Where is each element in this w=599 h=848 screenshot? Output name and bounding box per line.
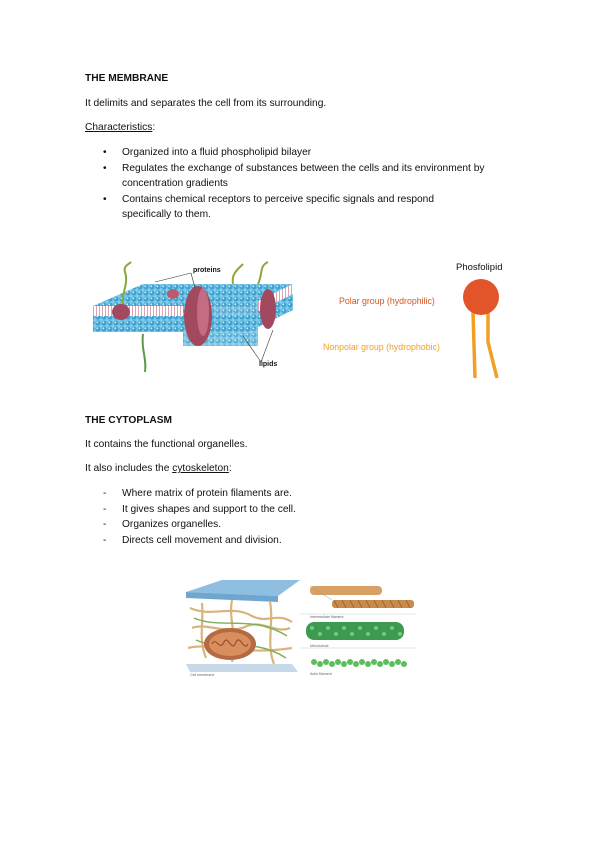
phospholipid-diagram: [463, 279, 499, 379]
cytoskeleton-line: It also includes the cytoskeleton:: [85, 463, 232, 474]
phospholipid-figure: Phosfolipid Polar group (hydrophilic) No…: [305, 254, 513, 380]
characteristics-line: Characteristics:: [85, 121, 155, 134]
cytoskeleton-illustration: [186, 580, 416, 672]
membrane-intro: It delimits and separates the cell from …: [85, 98, 327, 109]
lipids-label: lipids: [259, 361, 278, 368]
characteristics-colon: :: [152, 122, 156, 133]
dash-icon: -: [103, 488, 107, 499]
actin-filament-label: Actin filament: [310, 672, 332, 676]
dash-icon: -: [103, 534, 107, 546]
microtubule-label: Microtubule: [310, 644, 329, 648]
polar-group-label: Polar group (hydrophilic): [339, 296, 435, 306]
bullet-icon: •: [103, 193, 107, 205]
list-item: •Regulates the exchange of substances be…: [103, 162, 485, 190]
membrane-heading: THE MEMBRANE: [85, 73, 169, 84]
list-item: -Where matrix of protein filaments are.: [85, 486, 296, 502]
list-item: •Organized into a fluid phospholipid bil…: [85, 145, 484, 161]
cell-membrane-label: Cell membrane: [190, 673, 215, 677]
cytoskeleton-term: cytoskeleton: [172, 463, 229, 474]
nonpolar-group-label: Nonpolar group (hydrophobic): [323, 342, 440, 352]
list-item: -Organizes organelles.: [85, 517, 296, 533]
list-item: •Contains chemical receptors to perceive…: [103, 193, 435, 221]
proteins-label: proteins: [193, 267, 221, 274]
dash-icon: -: [103, 519, 107, 530]
characteristics-label: Characteristics: [85, 122, 153, 133]
cytoplasm-heading: THE CYTOPLASM: [85, 415, 172, 426]
bullet-icon: •: [103, 147, 107, 158]
membrane-characteristics-list: •Organized into a fluid phospholipid bil…: [85, 145, 484, 223]
cytoplasm-intro: It contains the functional organelles.: [85, 439, 248, 450]
cytoskeleton-list: -Where matrix of protein filaments are. …: [85, 486, 296, 548]
list-item: -Directs cell movement and division.: [85, 533, 296, 549]
membrane-bilayer-illustration: [93, 261, 293, 373]
cytoskeleton-figure: Intermediate filament Microtubule Actin …: [182, 578, 418, 681]
membrane-bilayer-figure: proteins lipids: [83, 254, 303, 379]
intermediate-filament-label: Intermediate filament: [310, 615, 344, 619]
dash-icon: -: [103, 503, 107, 515]
phospholipid-title: Phosfolipid: [456, 262, 503, 273]
list-item: -It gives shapes and support to the cell…: [85, 502, 296, 518]
bullet-icon: •: [103, 162, 107, 174]
